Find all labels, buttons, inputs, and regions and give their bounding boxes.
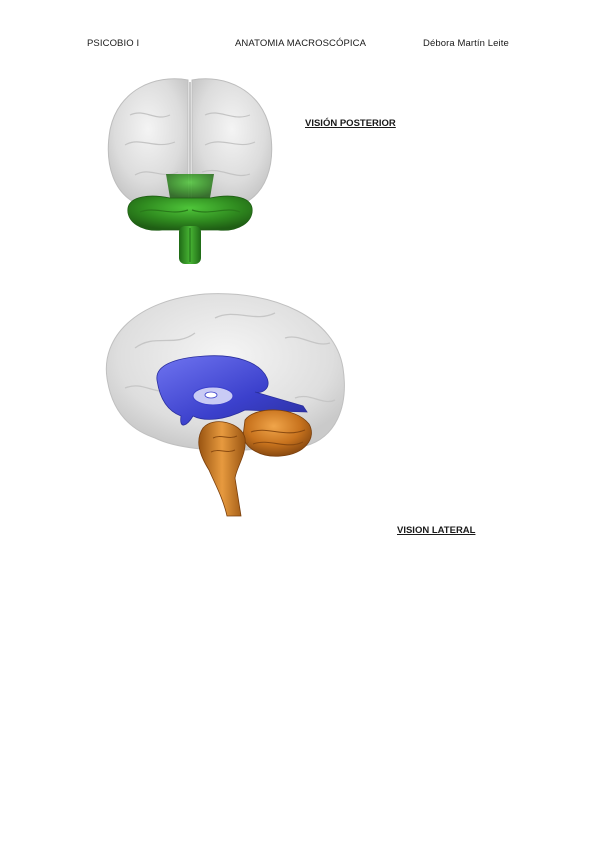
header-course: PSICOBIO I — [87, 38, 140, 49]
brain-posterior-view-icon — [100, 70, 280, 270]
caption-lateral-view: VISION LATERAL — [397, 525, 476, 536]
brain-lateral-view-icon — [95, 288, 360, 520]
header-author: Débora Martín Leite — [423, 38, 509, 49]
caption-posterior-view: VISIÓN POSTERIOR — [305, 118, 396, 129]
header-topic: ANATOMIA MACROSCÓPICA — [235, 38, 367, 49]
